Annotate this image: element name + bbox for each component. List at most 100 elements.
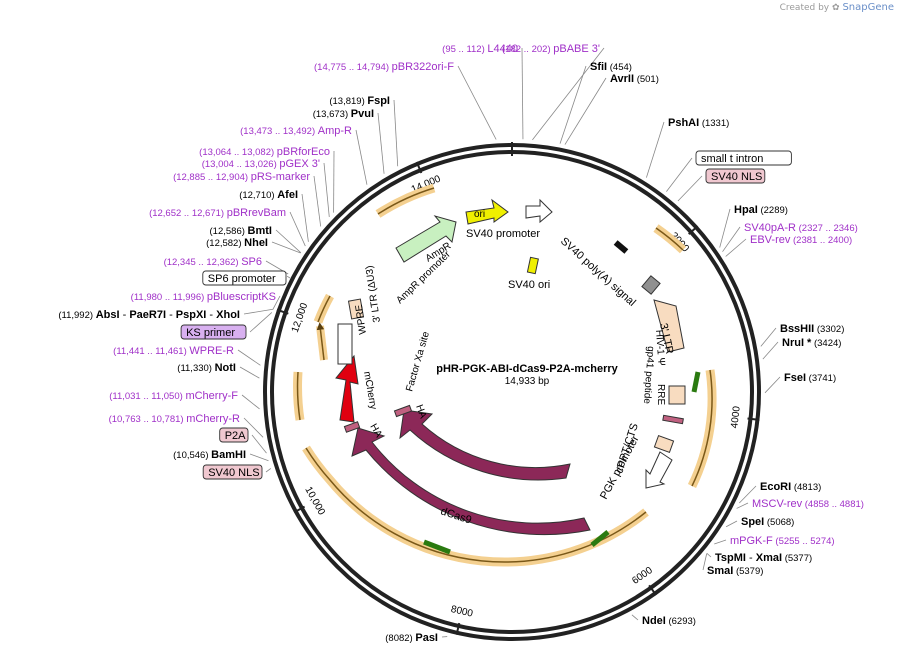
rre-box[interactable] <box>662 414 684 425</box>
site-label-hpai[interactable]: HpaI (2289) <box>734 204 788 216</box>
site-label-prs-marker[interactable]: (12,885 .. 12,904) pRS-marker <box>173 171 310 183</box>
site-label-mcherry-f[interactable]: (11,031 .. 11,050) mCherry-F <box>109 390 238 402</box>
label-text: BssHII (3302) <box>780 323 844 335</box>
label-box-text: small t intron <box>701 153 763 165</box>
site-label-small-t-intron[interactable]: small t intron <box>695 150 792 166</box>
ori-arrow[interactable] <box>465 198 509 225</box>
site-label-ndei[interactable]: NdeI (6293) <box>642 615 696 627</box>
site-label-avrii[interactable]: AvrII (501) <box>610 73 659 85</box>
ring-tick <box>276 308 289 315</box>
sv40-ori-box[interactable] <box>526 256 539 275</box>
site-label-fspi[interactable]: (13,819) FspI <box>329 95 390 107</box>
snapgene-credit: Created by ✿ SnapGene <box>780 2 894 13</box>
sv40-nls-right-box[interactable] <box>641 275 661 295</box>
label-text: (11,031 .. 11,050) mCherry-F <box>109 390 238 402</box>
ha-tag-2[interactable] <box>343 421 361 433</box>
site-label-pbrrevbam[interactable]: (12,652 .. 12,671) pBRrevBam <box>149 207 286 219</box>
ring-tick <box>747 417 760 421</box>
ltr3-arrow[interactable] <box>653 299 685 353</box>
site-label-spei[interactable]: SpeI (5068) <box>741 516 794 528</box>
label-leader <box>323 162 330 218</box>
ampr-arrow[interactable] <box>395 215 457 263</box>
inner-orange-arrow-left-line <box>316 322 325 361</box>
ring-tick-label: 4000 <box>729 405 742 429</box>
label-sv40-polya: SV40 poly(A) signal <box>558 235 638 309</box>
site-label-l4440[interactable]: (95 .. 112) L4440 <box>442 43 518 55</box>
label-factor-xa: Factor Xa site <box>404 330 432 393</box>
label-text: (11,980 .. 11,996) pBluescriptKS <box>131 291 276 303</box>
label-text: MSCV-rev (4858 .. 4881) <box>752 498 864 510</box>
label-box-text: P2A <box>225 430 246 442</box>
site-label-pgex-3-[interactable]: (13,004 .. 13,026) pGEX 3' <box>202 158 320 170</box>
label-text: (11,441 .. 11,461) WPRE-R <box>113 345 234 357</box>
site-label-tspmi[interactable]: TspMI - XmaI (5377) <box>715 552 812 564</box>
label-box-text: KS primer <box>186 327 235 339</box>
label-pgk: PGK promoter <box>598 433 642 501</box>
label-text: (12,345 .. 12,362) SP6 <box>164 256 262 268</box>
label-leader <box>722 226 741 252</box>
ring-tick-label: 12,000 <box>290 301 311 334</box>
cppt-box[interactable] <box>653 434 675 454</box>
label-text: (12,586) BmtI <box>210 225 272 237</box>
site-label-sp6[interactable]: (12,345 .. 12,362) SP6 <box>164 256 262 268</box>
site-label-sp6-promoter[interactable]: SP6 promoter <box>202 270 287 286</box>
hiv1-psi-box[interactable] <box>668 385 686 405</box>
site-label-smai[interactable]: SmaI (5379) <box>707 565 763 577</box>
site-label-sv40-nls[interactable]: SV40 NLS <box>705 168 766 184</box>
site-label-mscv-rev[interactable]: MSCV-rev (4858 .. 4881) <box>752 498 864 510</box>
site-label-pshai[interactable]: PshAI (1331) <box>668 117 729 129</box>
label-ori: ori <box>474 209 485 220</box>
site-label-mpgk-f[interactable]: mPGK-F (5255 .. 5274) <box>730 535 835 547</box>
label-leader <box>251 434 267 454</box>
site-label-ecori[interactable]: EcoRI (4813) <box>760 481 821 493</box>
site-label-fsei[interactable]: FseI (3741) <box>784 372 836 384</box>
sv40-promoter-arrow[interactable] <box>525 198 553 224</box>
ring-tick <box>455 622 461 635</box>
site-label-absi[interactable]: (11,992) AbsI - PaeR7I - PspXI - XhoI <box>58 309 240 321</box>
site-label-noti[interactable]: (11,330) NotI <box>177 362 236 374</box>
site-label-sv40-nls[interactable]: SV40 NLS <box>202 464 263 480</box>
cas9-arc[interactable] <box>399 409 571 481</box>
wpre-box[interactable] <box>337 323 353 365</box>
site-label-ebv-rev[interactable]: EBV-rev (2381 .. 2400) <box>750 234 852 246</box>
label-text: (95 .. 112) L4440 <box>442 43 518 55</box>
site-label-pbr322ori-f[interactable]: (14,775 .. 14,794) pBR322ori-F <box>314 61 454 73</box>
ltr3-du3-box[interactable] <box>347 298 365 320</box>
label-text: (11,330) NotI <box>177 362 236 374</box>
site-label-wpre-r[interactable]: (11,441 .. 11,461) WPRE-R <box>113 345 234 357</box>
label-leader <box>714 539 727 545</box>
label-text: NdeI (6293) <box>642 615 696 627</box>
site-label-nhei[interactable]: (12,582) NheI <box>206 237 268 249</box>
mcherry-arrow[interactable] <box>335 354 359 423</box>
label-text: SV40pA-R (2327 .. 2346) <box>744 222 858 234</box>
label-leader <box>764 376 781 394</box>
label-text: EcoRI (4813) <box>760 481 821 493</box>
site-label-bsshii[interactable]: BssHII (3302) <box>780 323 844 335</box>
site-label-ks-primer[interactable]: KS primer <box>180 324 247 340</box>
site-label-pasi[interactable]: (8082) PasI <box>385 632 438 644</box>
label-leader <box>271 241 301 254</box>
label-text: EBV-rev (2381 .. 2400) <box>750 234 852 246</box>
label-leader <box>521 47 524 140</box>
site-label-nrui-[interactable]: NruI * (3424) <box>782 337 841 349</box>
site-label-pbabe-3-[interactable]: (182 .. 202) pBABE 3' <box>502 43 600 55</box>
label-leader <box>275 229 302 253</box>
site-label-pvui[interactable]: (13,673) PvuI <box>313 108 374 120</box>
small-t-intron-box[interactable] <box>613 240 629 254</box>
site-label-mcherry-r[interactable]: (10,763 .. 10,781) mCherry-R <box>109 413 240 425</box>
site-label-bmti[interactable]: (12,586) BmtI <box>210 225 272 237</box>
pgk-promoter-arrow[interactable] <box>645 451 673 489</box>
site-label-pbluescriptks[interactable]: (11,980 .. 11,996) pBluescriptKS <box>131 291 276 303</box>
site-label-sfii[interactable]: SfiI (454) <box>590 61 632 73</box>
label-leader <box>666 157 693 192</box>
label-leader <box>760 327 777 347</box>
dcas9-arc[interactable] <box>351 427 591 536</box>
site-label-bamhi[interactable]: (10,546) BamHI <box>173 449 246 461</box>
ha-tag-1[interactable] <box>393 404 413 418</box>
site-label-afei[interactable]: (12,710) AfeI <box>239 189 298 201</box>
site-label-sv40pa-r[interactable]: SV40pA-R (2327 .. 2346) <box>744 222 858 234</box>
site-label-pbrforeco[interactable]: (13,064 .. 13,082) pBRforEco <box>199 146 330 158</box>
site-label-p2a[interactable]: P2A <box>219 427 249 443</box>
site-label-amp-r[interactable]: (13,473 .. 13,492) Amp-R <box>240 125 352 137</box>
